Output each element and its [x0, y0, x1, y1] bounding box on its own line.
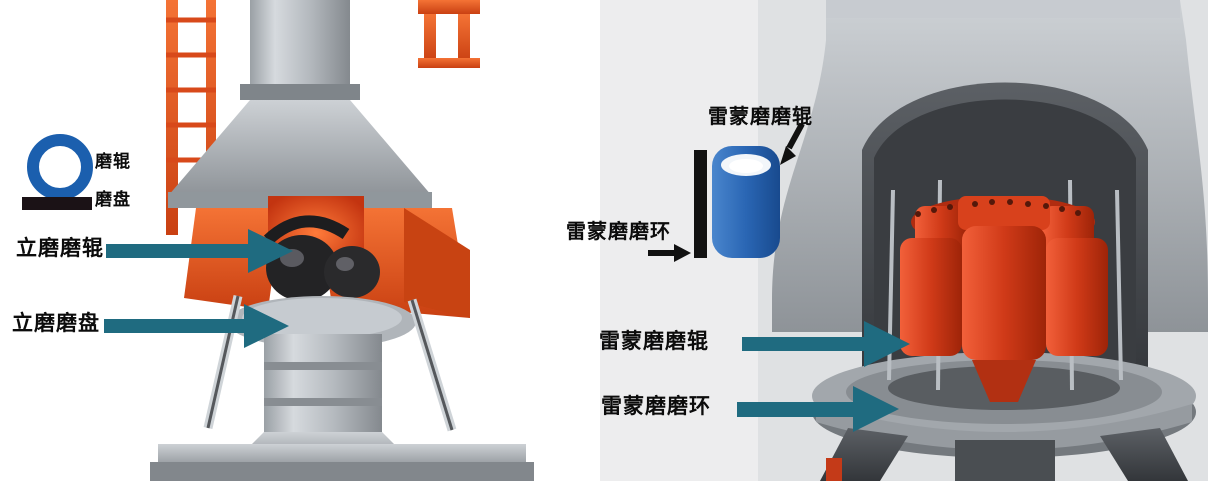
raymond-roller-icon-label: 雷蒙磨磨辊 [708, 106, 813, 128]
roller-pointer-arrow [780, 122, 805, 165]
raymond-ring-icon [694, 150, 707, 258]
raymond-mill-illustration [772, 0, 1208, 481]
raymond-ring-callout-label: 雷蒙磨磨环 [601, 395, 711, 418]
vertical-roller-arrow [106, 229, 293, 273]
vertical-disc-arrow [104, 304, 289, 348]
raymond-roller-callout-label: 雷蒙磨磨辊 [599, 330, 709, 353]
vertical-roller-callout-label: 立磨磨辊 [16, 237, 104, 260]
raymond-rollers [900, 196, 1108, 402]
raymond-part-icons [648, 122, 805, 262]
roller-legend-icon [27, 134, 93, 200]
vertical-mill-illustration [150, 0, 534, 481]
vertical-disc-callout-label: 立磨磨盘 [12, 312, 100, 335]
ring-pointer-arrow [648, 244, 691, 262]
legend-disc-label: 磨盘 [95, 190, 131, 209]
raymond-roller-icon [712, 146, 780, 258]
raymond-roller-arrow [742, 321, 910, 367]
raymond-ring-icon-label: 雷蒙磨磨环 [566, 221, 671, 243]
raymond-ring-arrow [737, 386, 899, 432]
callout-arrows [104, 229, 910, 432]
legend-roller-label: 磨辊 [95, 152, 131, 171]
legend-icons [22, 134, 93, 210]
disc-legend-icon [22, 197, 92, 210]
